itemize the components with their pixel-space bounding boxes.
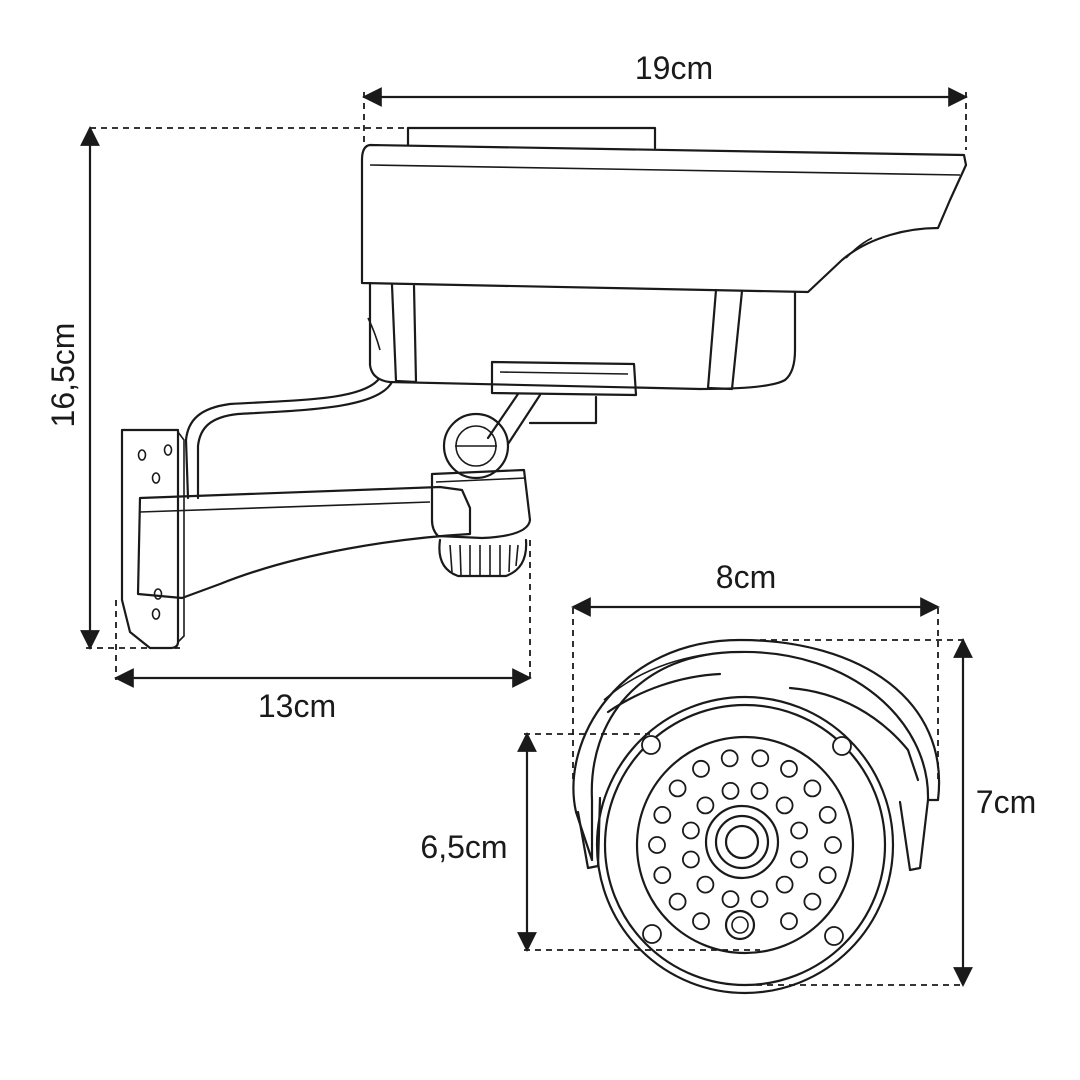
front-width-label: 8cm <box>716 559 776 595</box>
led <box>790 821 808 840</box>
led <box>653 806 672 824</box>
led <box>720 749 739 768</box>
led <box>775 875 794 894</box>
led <box>721 782 740 800</box>
depth-bracket-label: 13cm <box>258 688 336 724</box>
led <box>648 836 666 854</box>
led <box>653 866 672 884</box>
led <box>824 836 842 854</box>
led <box>803 779 822 798</box>
width-side-label: 19cm <box>635 50 713 86</box>
led <box>751 749 770 768</box>
led <box>780 912 798 931</box>
led <box>696 875 715 894</box>
led <box>780 759 798 778</box>
front-view-extension-lines <box>524 608 964 986</box>
side-view-camera <box>120 126 968 650</box>
led <box>818 806 837 824</box>
led <box>692 912 710 931</box>
led <box>721 890 740 908</box>
led-array <box>648 749 842 931</box>
side-view-extension-lines <box>86 92 967 680</box>
led <box>668 779 687 798</box>
led <box>696 796 715 815</box>
led <box>775 796 794 815</box>
height-side-label: 16,5cm <box>45 323 81 428</box>
led <box>790 850 808 869</box>
led <box>818 866 837 884</box>
led <box>692 759 710 778</box>
led <box>750 890 769 908</box>
front-view-camera <box>572 638 941 995</box>
lens-height-label: 6,5cm <box>420 829 507 865</box>
led <box>750 782 769 800</box>
led <box>682 821 700 840</box>
led <box>803 892 822 911</box>
led <box>668 892 687 911</box>
led <box>682 850 700 869</box>
front-height-label: 7cm <box>976 784 1036 820</box>
